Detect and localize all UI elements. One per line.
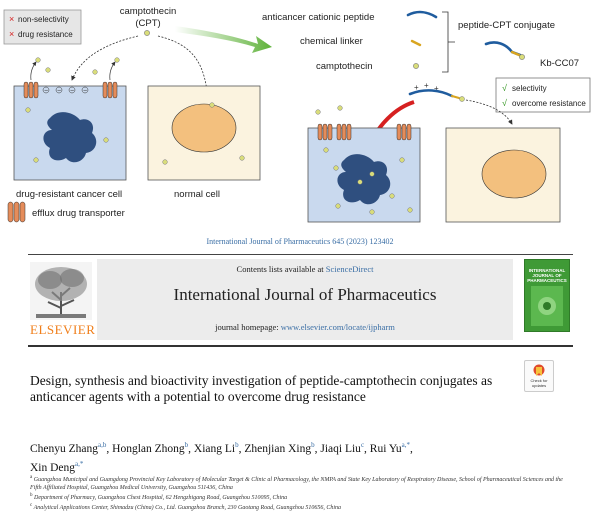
legend-item-non-selectivity: non-selectivity [18, 15, 69, 24]
cover-title: INTERNATIONAL JOURNAL OF PHARMACEUTICS [527, 268, 567, 283]
normal-nucleus [171, 103, 237, 153]
membrane-charges-minus: − − − − [42, 86, 89, 95]
affiliation-text: Analytical Applications Center, Shimadzu… [32, 505, 342, 511]
arrow-conjugate-to-normal [465, 99, 513, 125]
svg-text:−: − [83, 88, 87, 95]
benefit-item-overcome-resistance: overcome resistance [512, 99, 586, 108]
svg-text:+: + [414, 83, 419, 92]
component-cpt-label: camptothecin [316, 61, 373, 72]
legend-mark-2: × [9, 29, 14, 39]
component-bracket [442, 11, 455, 73]
benefit-mark-2: √ [502, 98, 507, 108]
affiliation-marker: c [30, 503, 33, 508]
component-peptide-label: anticancer cationic peptide [262, 12, 375, 23]
author-affiliation-marker[interactable]: c [360, 441, 365, 449]
normal-cell-label: normal cell [174, 189, 220, 200]
cpt-abbrev-label: (CPT) [135, 18, 160, 29]
svg-text:−: − [44, 88, 48, 95]
contents-line: Contents lists available at ScienceDirec… [236, 264, 374, 274]
svg-text:−: − [57, 88, 61, 95]
author-name[interactable]: Zhenjian Xing [244, 442, 312, 455]
drug-resistant-cell-label: drug-resistant cancer cell [16, 189, 122, 200]
legend-mark-1: × [9, 14, 14, 24]
author-separator: , [106, 442, 113, 455]
affiliation-marker: a [30, 475, 33, 480]
treated-cancer-cell [307, 105, 421, 223]
author-name[interactable]: Jiaqi Liu [320, 442, 361, 455]
check-for-updates-button[interactable]: Check for updates [524, 360, 554, 392]
component-linker-label: chemical linker [300, 36, 363, 47]
citation-line[interactable]: International Journal of Pharmaceutics 6… [206, 237, 394, 246]
benefit-box: √ selectivity √ overcome resistance [495, 77, 591, 113]
author-name[interactable]: Xiang Li [193, 442, 236, 455]
benefit-mark-1: √ [502, 83, 507, 93]
author-list: Chenyu Zhanga,b, Honglan Zhongb, Xiang L… [30, 438, 570, 476]
header-rule-bottom [28, 345, 573, 347]
sciencedirect-link[interactable]: ScienceDirect [325, 264, 374, 274]
cancer-nucleus [43, 112, 97, 163]
header-rule-top [28, 254, 573, 255]
journal-name: International Journal of Pharmaceutics [173, 285, 437, 304]
arrow-to-resistant-cell [71, 35, 139, 81]
efflux-transporter-label: efflux drug transporter [32, 208, 125, 219]
author-affiliation-marker[interactable]: b [311, 441, 315, 449]
author-affiliation-marker[interactable]: b [184, 441, 189, 449]
legend-box: × non-selectivity × drug resistance [3, 9, 82, 45]
cover-artwork-icon [531, 286, 563, 326]
author-separator: , [314, 442, 321, 455]
author-separator: , [188, 442, 194, 455]
author-name[interactable]: Chenyu Zhang [30, 442, 99, 455]
author-affiliation-marker[interactable]: a,b [98, 441, 107, 449]
benefit-item-selectivity: selectivity [512, 84, 547, 93]
drug-resistant-cancer-cell: − − − − [13, 57, 127, 181]
check-updates-line2: updates [531, 382, 547, 388]
second-normal-cell [445, 127, 561, 223]
journal-header: Contents lists available at ScienceDirec… [97, 259, 513, 340]
svg-text:+: + [434, 84, 439, 93]
author-affiliation-marker[interactable]: a,* [401, 441, 411, 449]
conjugate-approaching: + + + [408, 81, 465, 102]
graphical-abstract: × non-selectivity × drug resistance camp… [3, 6, 591, 223]
publisher-wordmark[interactable]: ELSEVIER [30, 322, 96, 337]
author-separator: , [410, 442, 413, 455]
author-name[interactable]: Rui Yu [369, 442, 402, 455]
legend-item-drug-resistance: drug resistance [18, 30, 73, 39]
affiliation-marker: b [30, 493, 33, 498]
affiliation-item: a Guangzhou Municipal and Guangdong Prov… [30, 474, 575, 492]
affiliation-text: Department of Pharmacy, Guangzhou Chest … [32, 495, 288, 501]
homepage-link[interactable]: www.elsevier.com/locate/ijpharm [280, 322, 395, 332]
conjugate-label: peptide-CPT conjugate [458, 20, 555, 31]
bookmark-icon [533, 364, 545, 376]
efflux-transporter-left [23, 81, 39, 99]
journal-cover[interactable]: INTERNATIONAL JOURNAL OF PHARMACEUTICS [524, 259, 570, 332]
svg-text:+: + [424, 81, 429, 90]
author-affiliation-marker[interactable]: b [235, 441, 239, 449]
author-separator: , [238, 442, 245, 455]
article-title: Design, synthesis and bioactivity invest… [30, 373, 493, 404]
efflux-transporter-right [102, 81, 118, 99]
elsevier-tree-logo [30, 262, 92, 320]
check-updates-line1: Check for [530, 378, 548, 383]
svg-text:−: − [70, 88, 74, 95]
affiliation-item: b Department of Pharmacy, Guangzhou Ches… [30, 492, 575, 502]
conjugate-name-label: Kb-CC07 [540, 58, 579, 69]
affiliation-text: Guangzhou Municipal and Guangdong Provin… [30, 477, 563, 491]
cpt-icon [413, 63, 419, 69]
transition-arrow [175, 26, 272, 53]
cpt-label: camptothecin [120, 6, 177, 17]
author-name[interactable]: Honglan Zhong [112, 442, 185, 455]
author-separator: , [364, 442, 370, 455]
linker-icon [410, 39, 422, 47]
peptide-icon [406, 10, 438, 19]
efflux-transporter-legend-icon [7, 201, 26, 223]
cpt-dot [144, 30, 150, 36]
normal-cell [147, 85, 261, 181]
homepage-line: journal homepage: www.elsevier.com/locat… [215, 322, 395, 332]
affiliation-list: a Guangzhou Municipal and Guangdong Prov… [30, 474, 575, 512]
author-affiliation-marker[interactable]: a,* [75, 459, 84, 468]
author-name[interactable]: Xin Deng [30, 461, 76, 474]
affiliation-item: c Analytical Applications Center, Shimad… [30, 502, 575, 512]
